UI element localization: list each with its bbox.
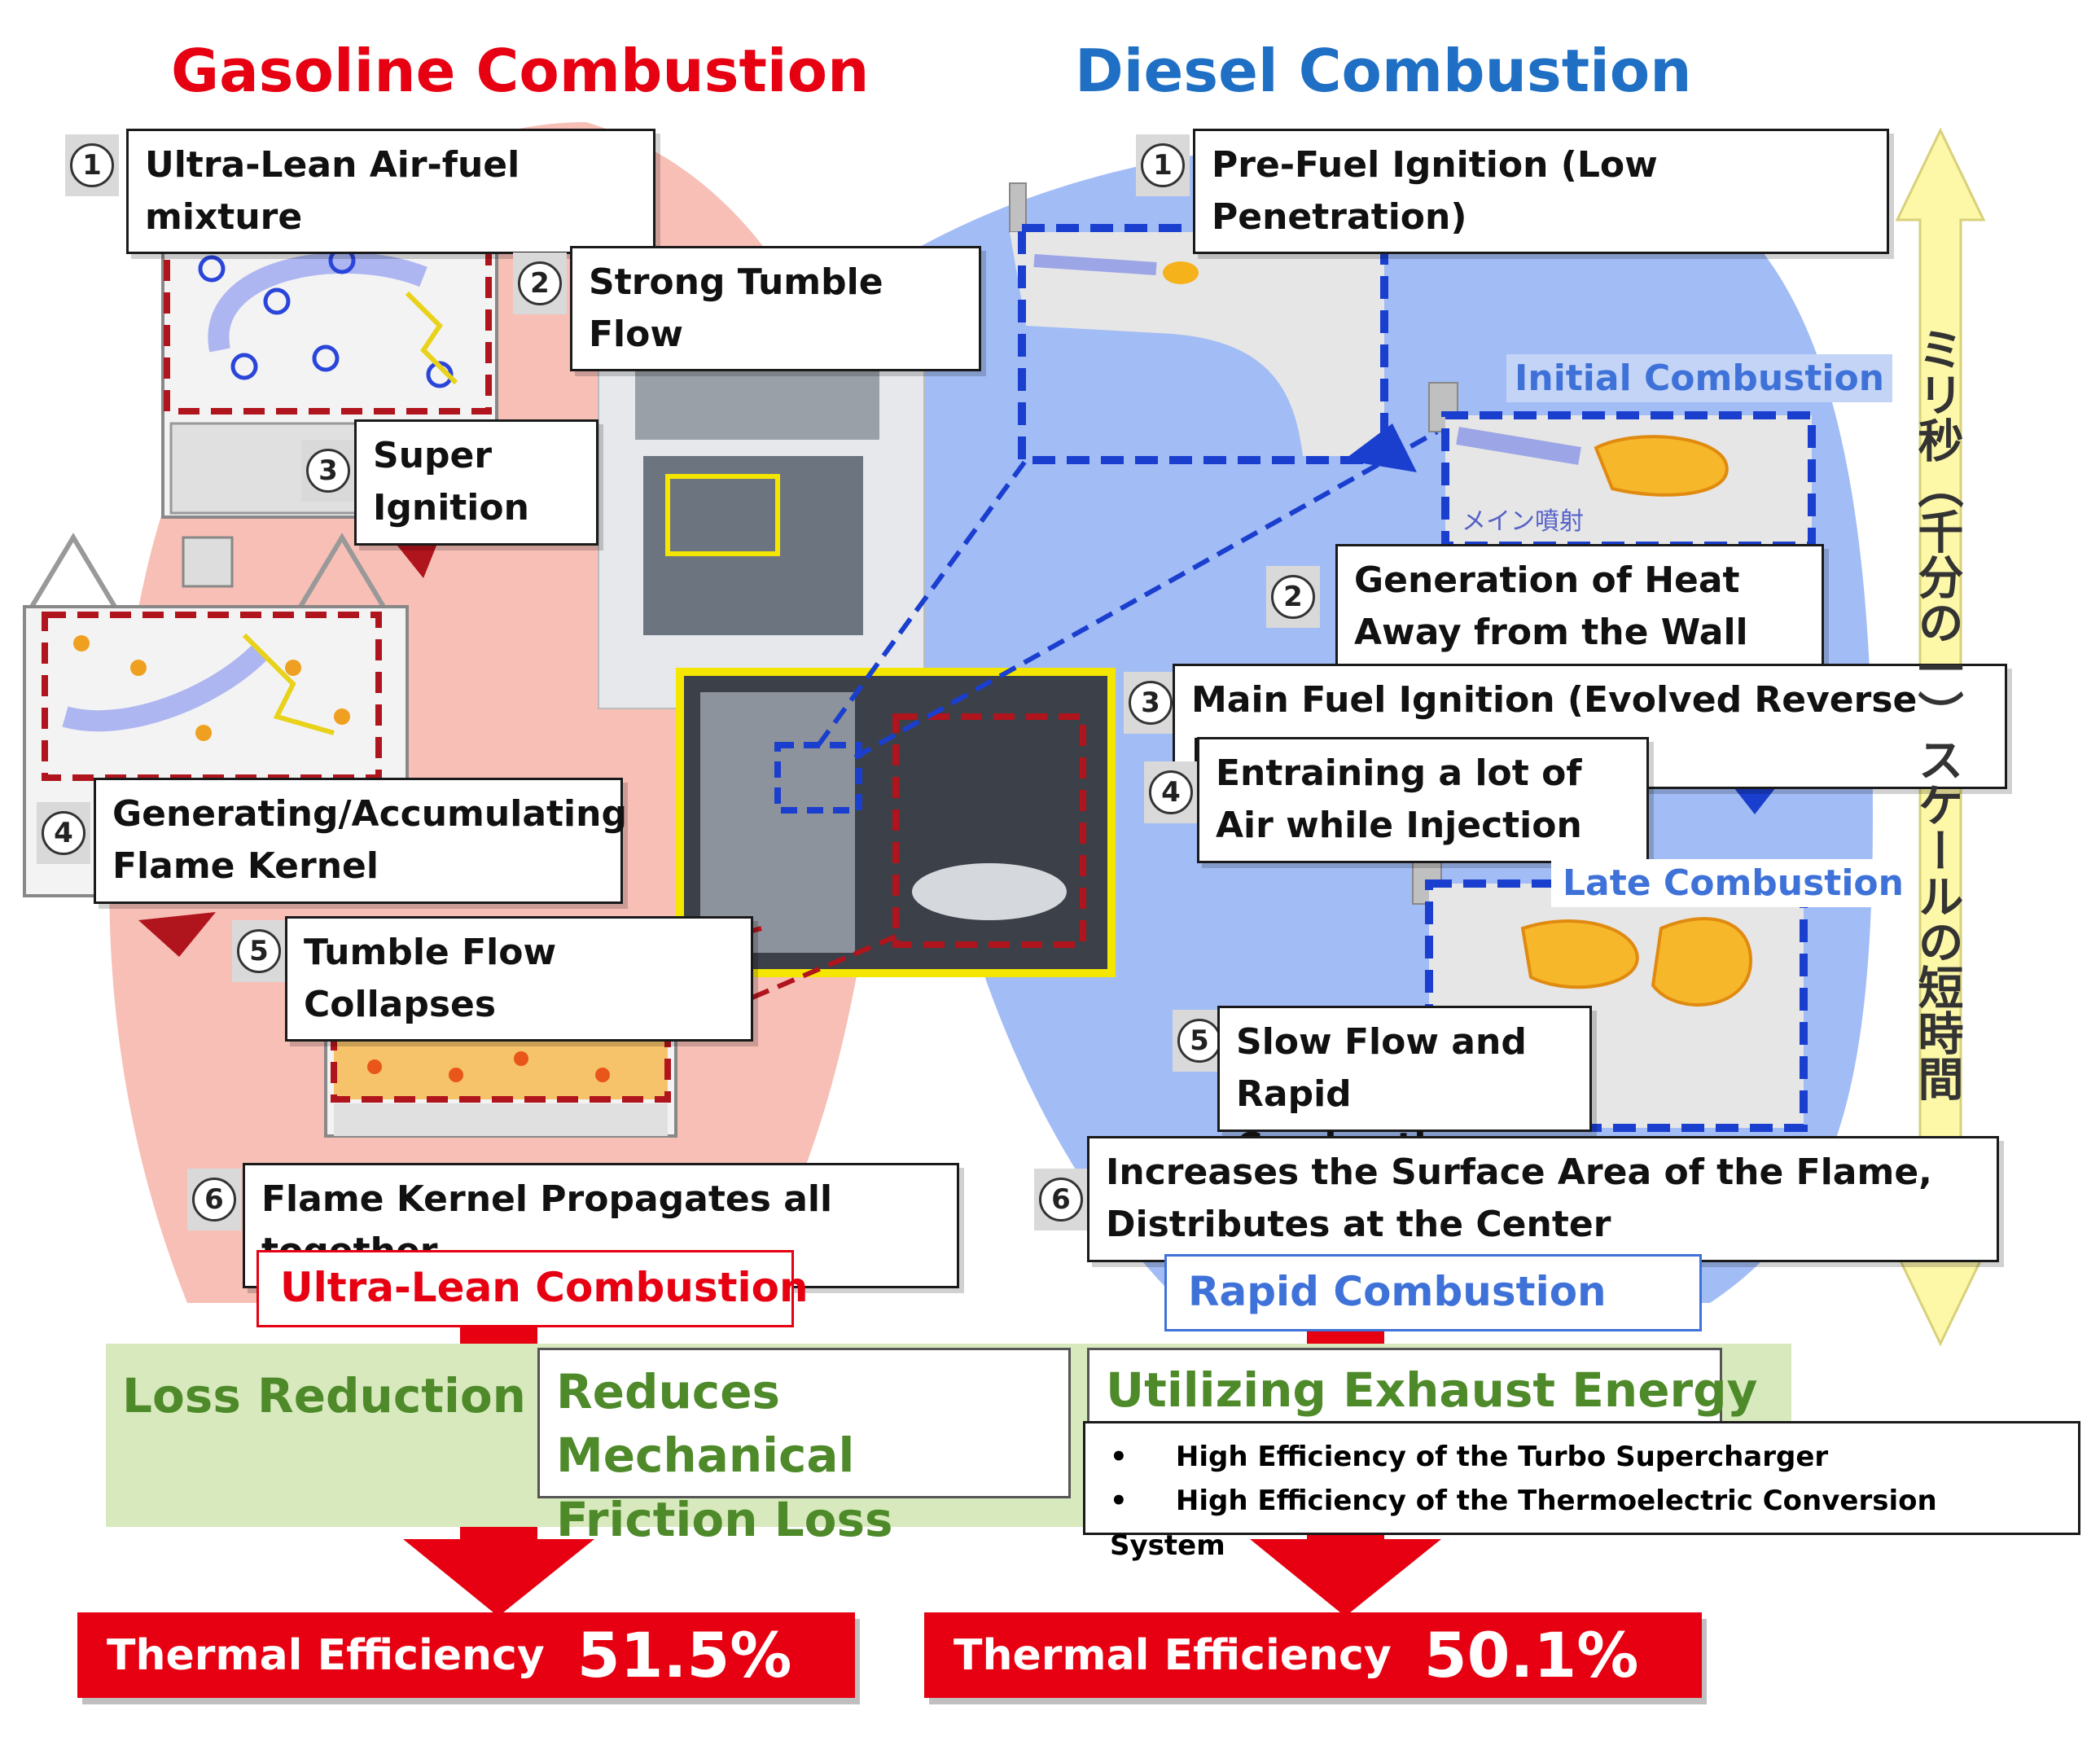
diesel-title: Diesel Combustion — [1075, 37, 1692, 105]
diesel-efficiency-value: 50.1% — [1423, 1619, 1639, 1691]
gasoline-efficiency-bar: Thermal Efficiency 51.5% — [77, 1612, 855, 1698]
exhaust-energy-label: Utilizing Exhaust Energy — [1087, 1348, 1757, 1425]
diesel-step-6-number: 6 — [1034, 1169, 1088, 1230]
gasoline-step-4-label: Generating/Accumulating Flame Kernel — [94, 778, 627, 904]
gasoline-step-5-number: 5 — [232, 920, 286, 982]
gasoline-efficiency-value: 51.5% — [577, 1619, 792, 1691]
diesel-result: Rapid Combustion — [1164, 1254, 1702, 1331]
diesel-jp-label: メイン噴射 — [1462, 507, 1584, 536]
gasoline-step-3-number: 3 — [301, 440, 355, 502]
diesel-efficiency-label: Thermal Efficiency — [954, 1630, 1392, 1680]
diesel-step-1-label: Pre-Fuel Ignition (Low Penetration) — [1193, 129, 1889, 254]
diesel-phase-initial: Initial Combustion — [1506, 354, 1893, 402]
diesel-flow-arrow-1 — [1344, 423, 1417, 472]
engine-illustration — [598, 341, 925, 709]
gasoline-step-2-label: Strong Tumble Flow — [570, 246, 981, 371]
diesel-step-4-label: Entraining a lot of Air while Injection — [1197, 737, 1649, 863]
gasoline-title: Gasoline Combustion — [171, 37, 870, 105]
mechanical-friction-label: Reduces Mechanical Friction Loss — [537, 1348, 1071, 1547]
diesel-step-4-number: 4 — [1144, 761, 1198, 823]
diesel-step-2-number: 2 — [1266, 566, 1320, 628]
gasoline-step-1-number: 1 — [65, 134, 119, 196]
diesel-step-1-number: 1 — [1136, 134, 1190, 196]
piston-closeup — [676, 668, 1116, 977]
gasoline-step-3-label: Super Ignition — [354, 419, 598, 546]
gasoline-flow-arrow-1 — [391, 537, 440, 578]
diesel-phase-late: Late Combustion — [1551, 859, 1915, 907]
loss-reduction-label: Loss Reduction — [122, 1368, 526, 1423]
diesel-chamber-2 — [1428, 382, 1816, 550]
diesel-step-3-number: 3 — [1124, 672, 1177, 734]
gasoline-step-6-number: 6 — [187, 1169, 241, 1230]
exhaust-bullet-1: • High Efficiency of the Turbo Superchar… — [1110, 1441, 1829, 1473]
time-axis-label: ミリ秒（千分の一）スケールの短時間 — [1910, 326, 1963, 1101]
gasoline-efficiency-label: Thermal Efficiency — [107, 1630, 545, 1680]
gasoline-result: Ultra-Lean Combustion — [256, 1250, 809, 1327]
gasoline-step-5-label: Tumble Flow Collapses — [285, 916, 753, 1042]
diesel-step-2-label: Generation of Heat Away from the Wall — [1335, 544, 1824, 666]
gasoline-step-2-number: 2 — [513, 252, 567, 314]
gasoline-step-1-label: Ultra-Lean Air-fuel mixture — [126, 129, 655, 254]
exhaust-bullet-list: • High Efficiency of the Turbo Superchar… — [1083, 1421, 2080, 1562]
diesel-step-5-label: Slow Flow and Rapid Combustion — [1217, 1006, 1592, 1167]
exhaust-bullet-2: • High Efficiency of the Thermoelectric … — [1110, 1485, 1937, 1562]
diesel-step-6-label: Increases the Surface Area of the Flame,… — [1087, 1136, 1999, 1262]
gasoline-step-4-number: 4 — [37, 802, 90, 864]
diesel-efficiency-bar: Thermal Efficiency 50.1% — [924, 1612, 1702, 1698]
gasoline-flow-arrow-2 — [138, 912, 216, 957]
